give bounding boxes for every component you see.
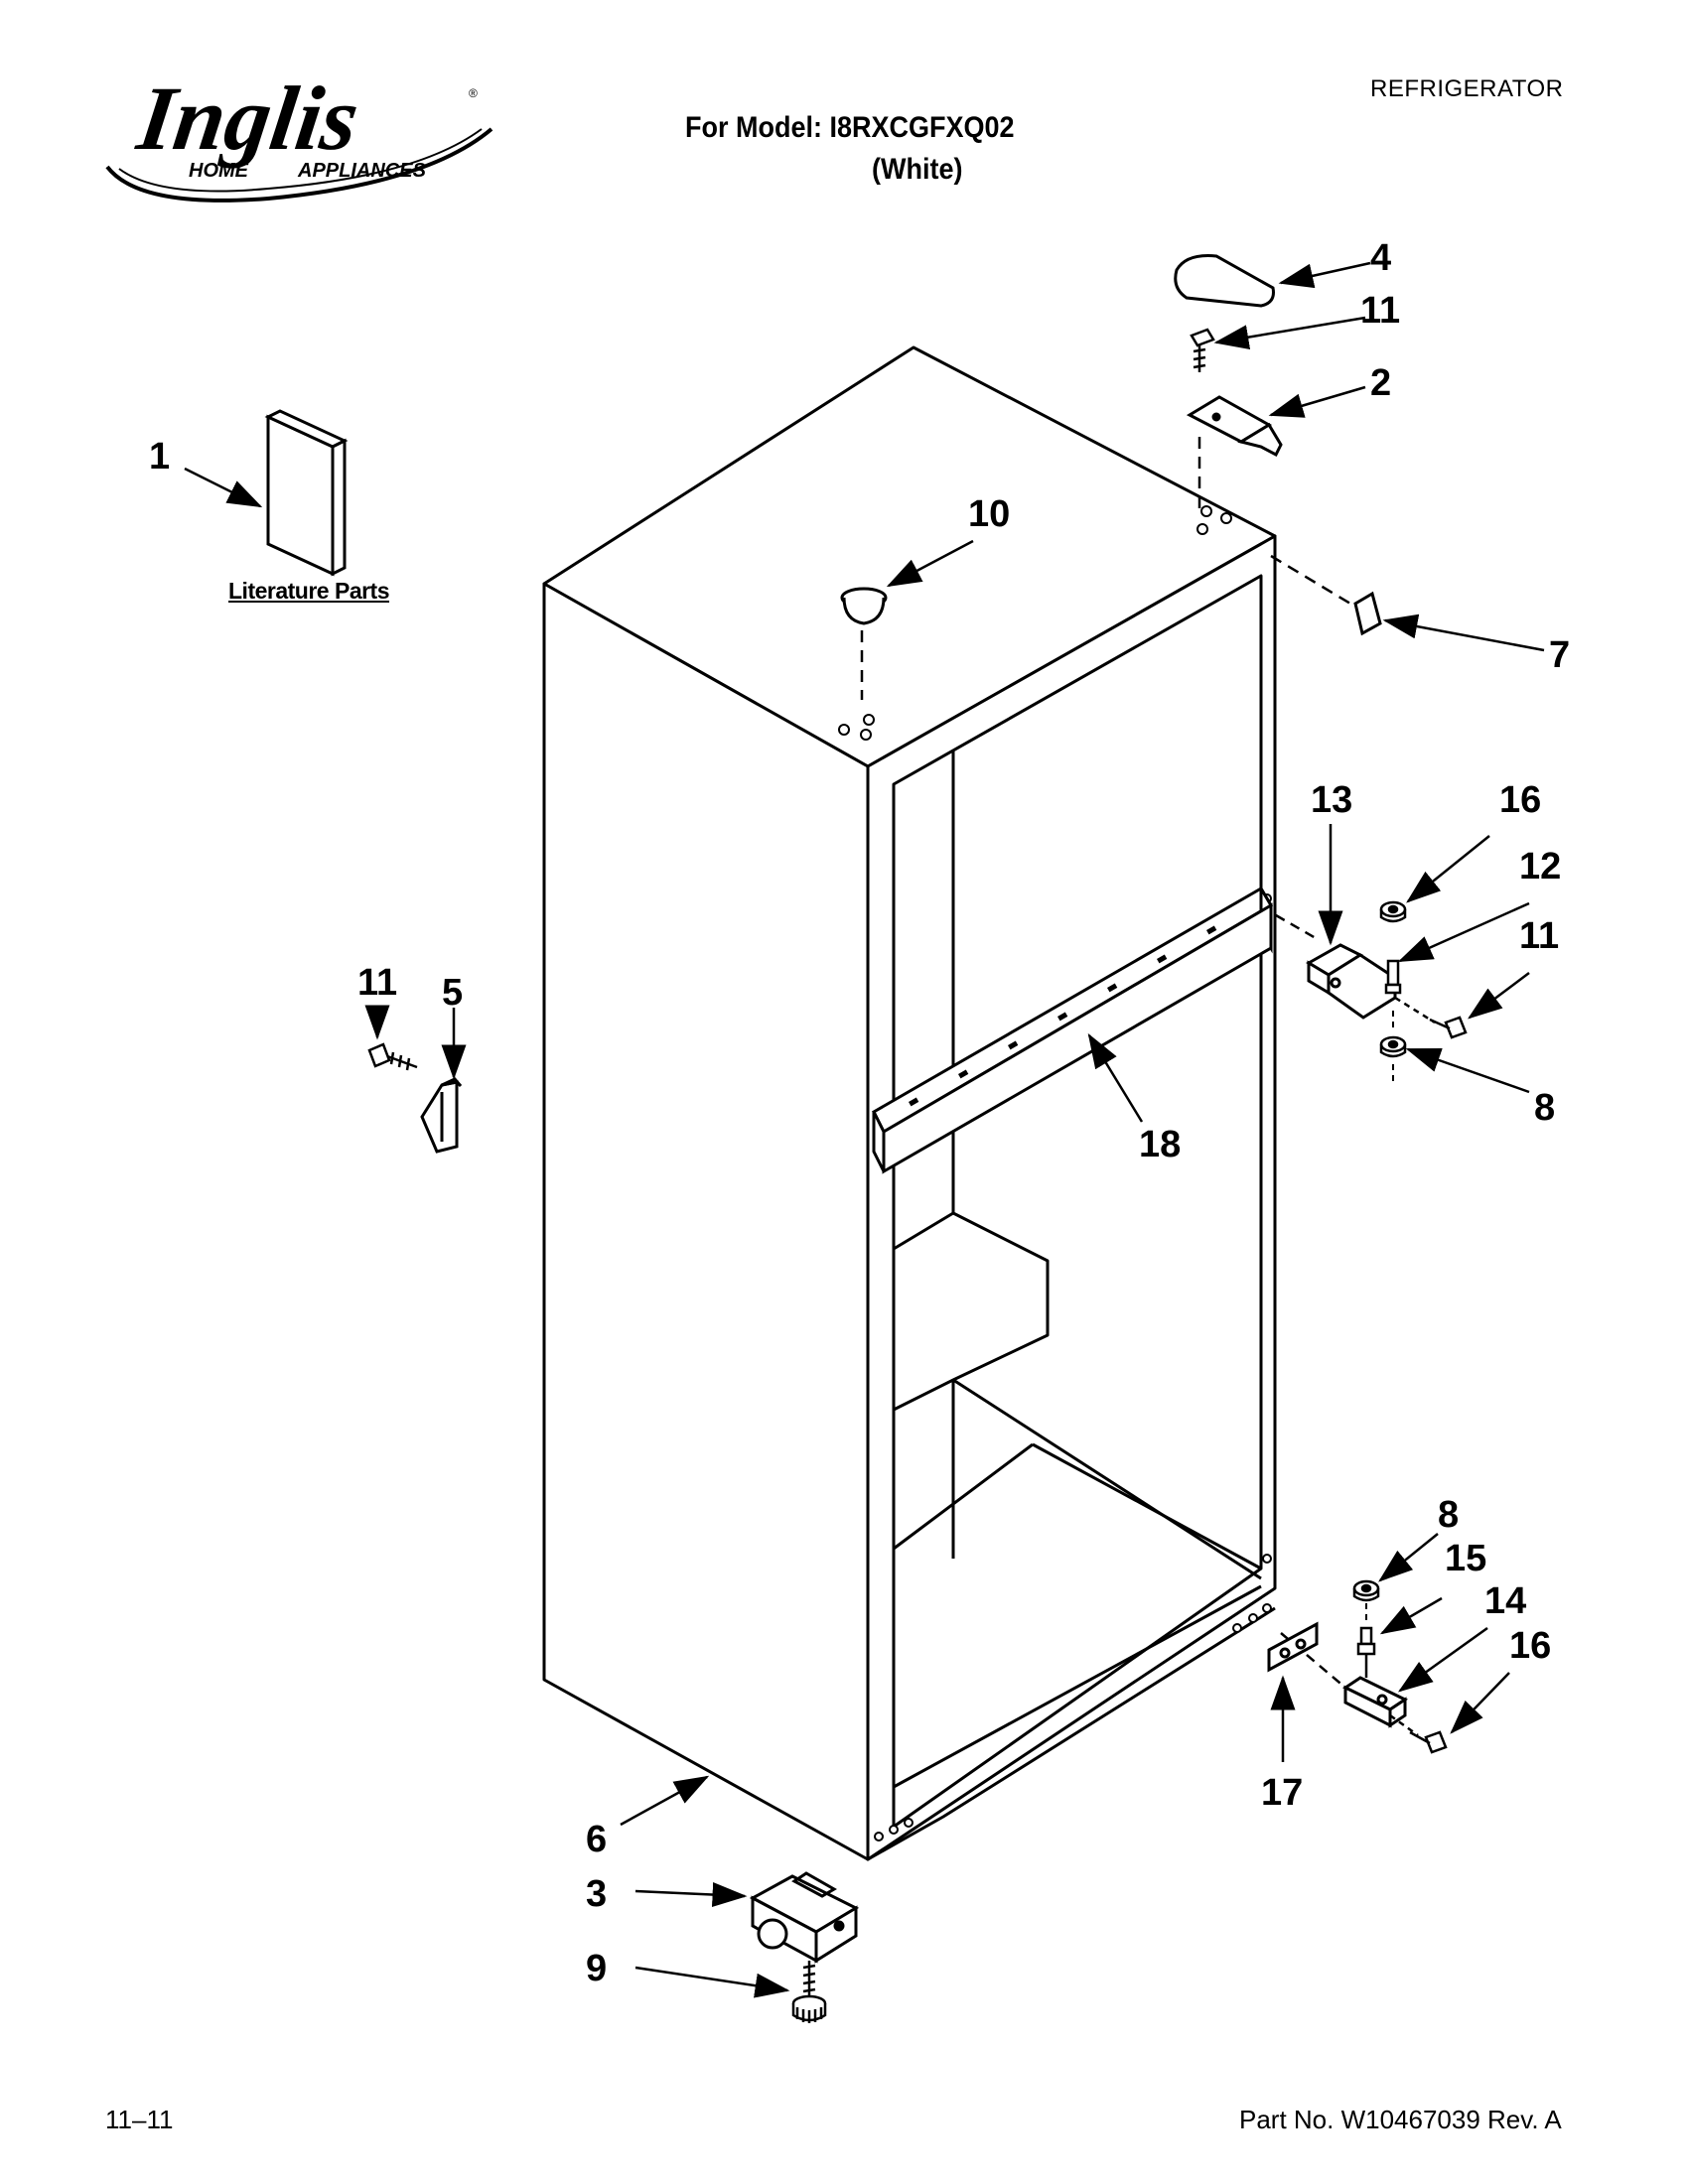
callout-14: 14	[1484, 1580, 1526, 1622]
bottom-hinge-pin	[1356, 1626, 1376, 1678]
refrigerator-cabinet	[542, 345, 1277, 1861]
callout-8-bottom: 8	[1438, 1494, 1459, 1536]
footer-part-number: Part No. W10467039 Rev. A	[1239, 2105, 1562, 2134]
model-color: (White)	[872, 153, 963, 186]
callout-17: 17	[1261, 1772, 1303, 1814]
callout-12: 12	[1519, 846, 1561, 887]
pin-cover-guide	[1270, 554, 1351, 606]
document-type: REFRIGERATOR	[1370, 75, 1564, 102]
screw-top	[1190, 328, 1215, 372]
callout-13: 13	[1311, 779, 1352, 821]
registered-mark: ®	[469, 86, 478, 100]
bottom-hinge-screw	[1389, 1713, 1448, 1754]
model-number: For Model: I8RXCGFXQ02	[685, 111, 1015, 144]
callout-15: 15	[1445, 1538, 1486, 1579]
brand-sub-right: APPLIANCES	[297, 160, 427, 182]
brand-sub-left: HOME	[189, 160, 249, 182]
top-hinge	[1186, 395, 1283, 458]
footer-date-code: 11–11	[105, 2105, 174, 2134]
callout-16-bottom: 16	[1509, 1625, 1551, 1667]
callout-16-top: 16	[1499, 779, 1541, 821]
middle-hinge	[1306, 943, 1397, 1020]
bottom-hinge	[1341, 1676, 1409, 1728]
callout-11-left: 11	[357, 962, 397, 1004]
roller-assembly	[749, 1871, 860, 1964]
callout-5: 5	[442, 972, 463, 1014]
brand-logo: Inglis HOME APPLIANCES ®	[99, 50, 516, 228]
callout-4: 4	[1370, 237, 1391, 279]
callout-2: 2	[1370, 362, 1391, 404]
center-rail-slots	[909, 925, 1217, 1107]
literature-booklet	[264, 409, 349, 577]
bottom-hinge-guide	[1280, 1632, 1346, 1689]
hinge-cover	[1174, 254, 1275, 308]
callout-leaders	[184, 261, 1545, 1998]
literature-parts-label: Literature Parts	[228, 578, 390, 604]
callout-6: 6	[586, 1819, 607, 1860]
center-rail	[872, 883, 1274, 1174]
bottom-washer	[1352, 1579, 1380, 1602]
callout-3: 3	[586, 1873, 607, 1915]
inglis-logo-graphic: Inglis HOME APPLIANCES ®	[105, 68, 493, 203]
callout-11-right: 11	[1519, 915, 1559, 957]
door-stop	[420, 1077, 463, 1154]
callout-8-top: 8	[1534, 1087, 1555, 1129]
brand-name: Inglis	[131, 68, 364, 169]
middle-hinge-pin	[1384, 959, 1402, 995]
top-plug	[840, 587, 888, 625]
callout-11-top: 11	[1360, 290, 1400, 332]
middle-washer-top	[1379, 900, 1407, 923]
hinge-shim	[1267, 1621, 1319, 1673]
leveling-leg	[791, 1961, 827, 2023]
middle-hinge-screw	[1394, 996, 1468, 1039]
callout-10: 10	[968, 493, 1010, 535]
callout-18: 18	[1139, 1124, 1181, 1165]
callout-9: 9	[586, 1948, 607, 1989]
middle-hinge-guide	[1275, 913, 1317, 940]
hinge-pin-cover	[1353, 591, 1382, 636]
middle-washer-bottom	[1379, 1035, 1407, 1058]
callout-1: 1	[149, 436, 170, 478]
callout-7: 7	[1549, 634, 1570, 676]
screw-left	[367, 1042, 418, 1071]
